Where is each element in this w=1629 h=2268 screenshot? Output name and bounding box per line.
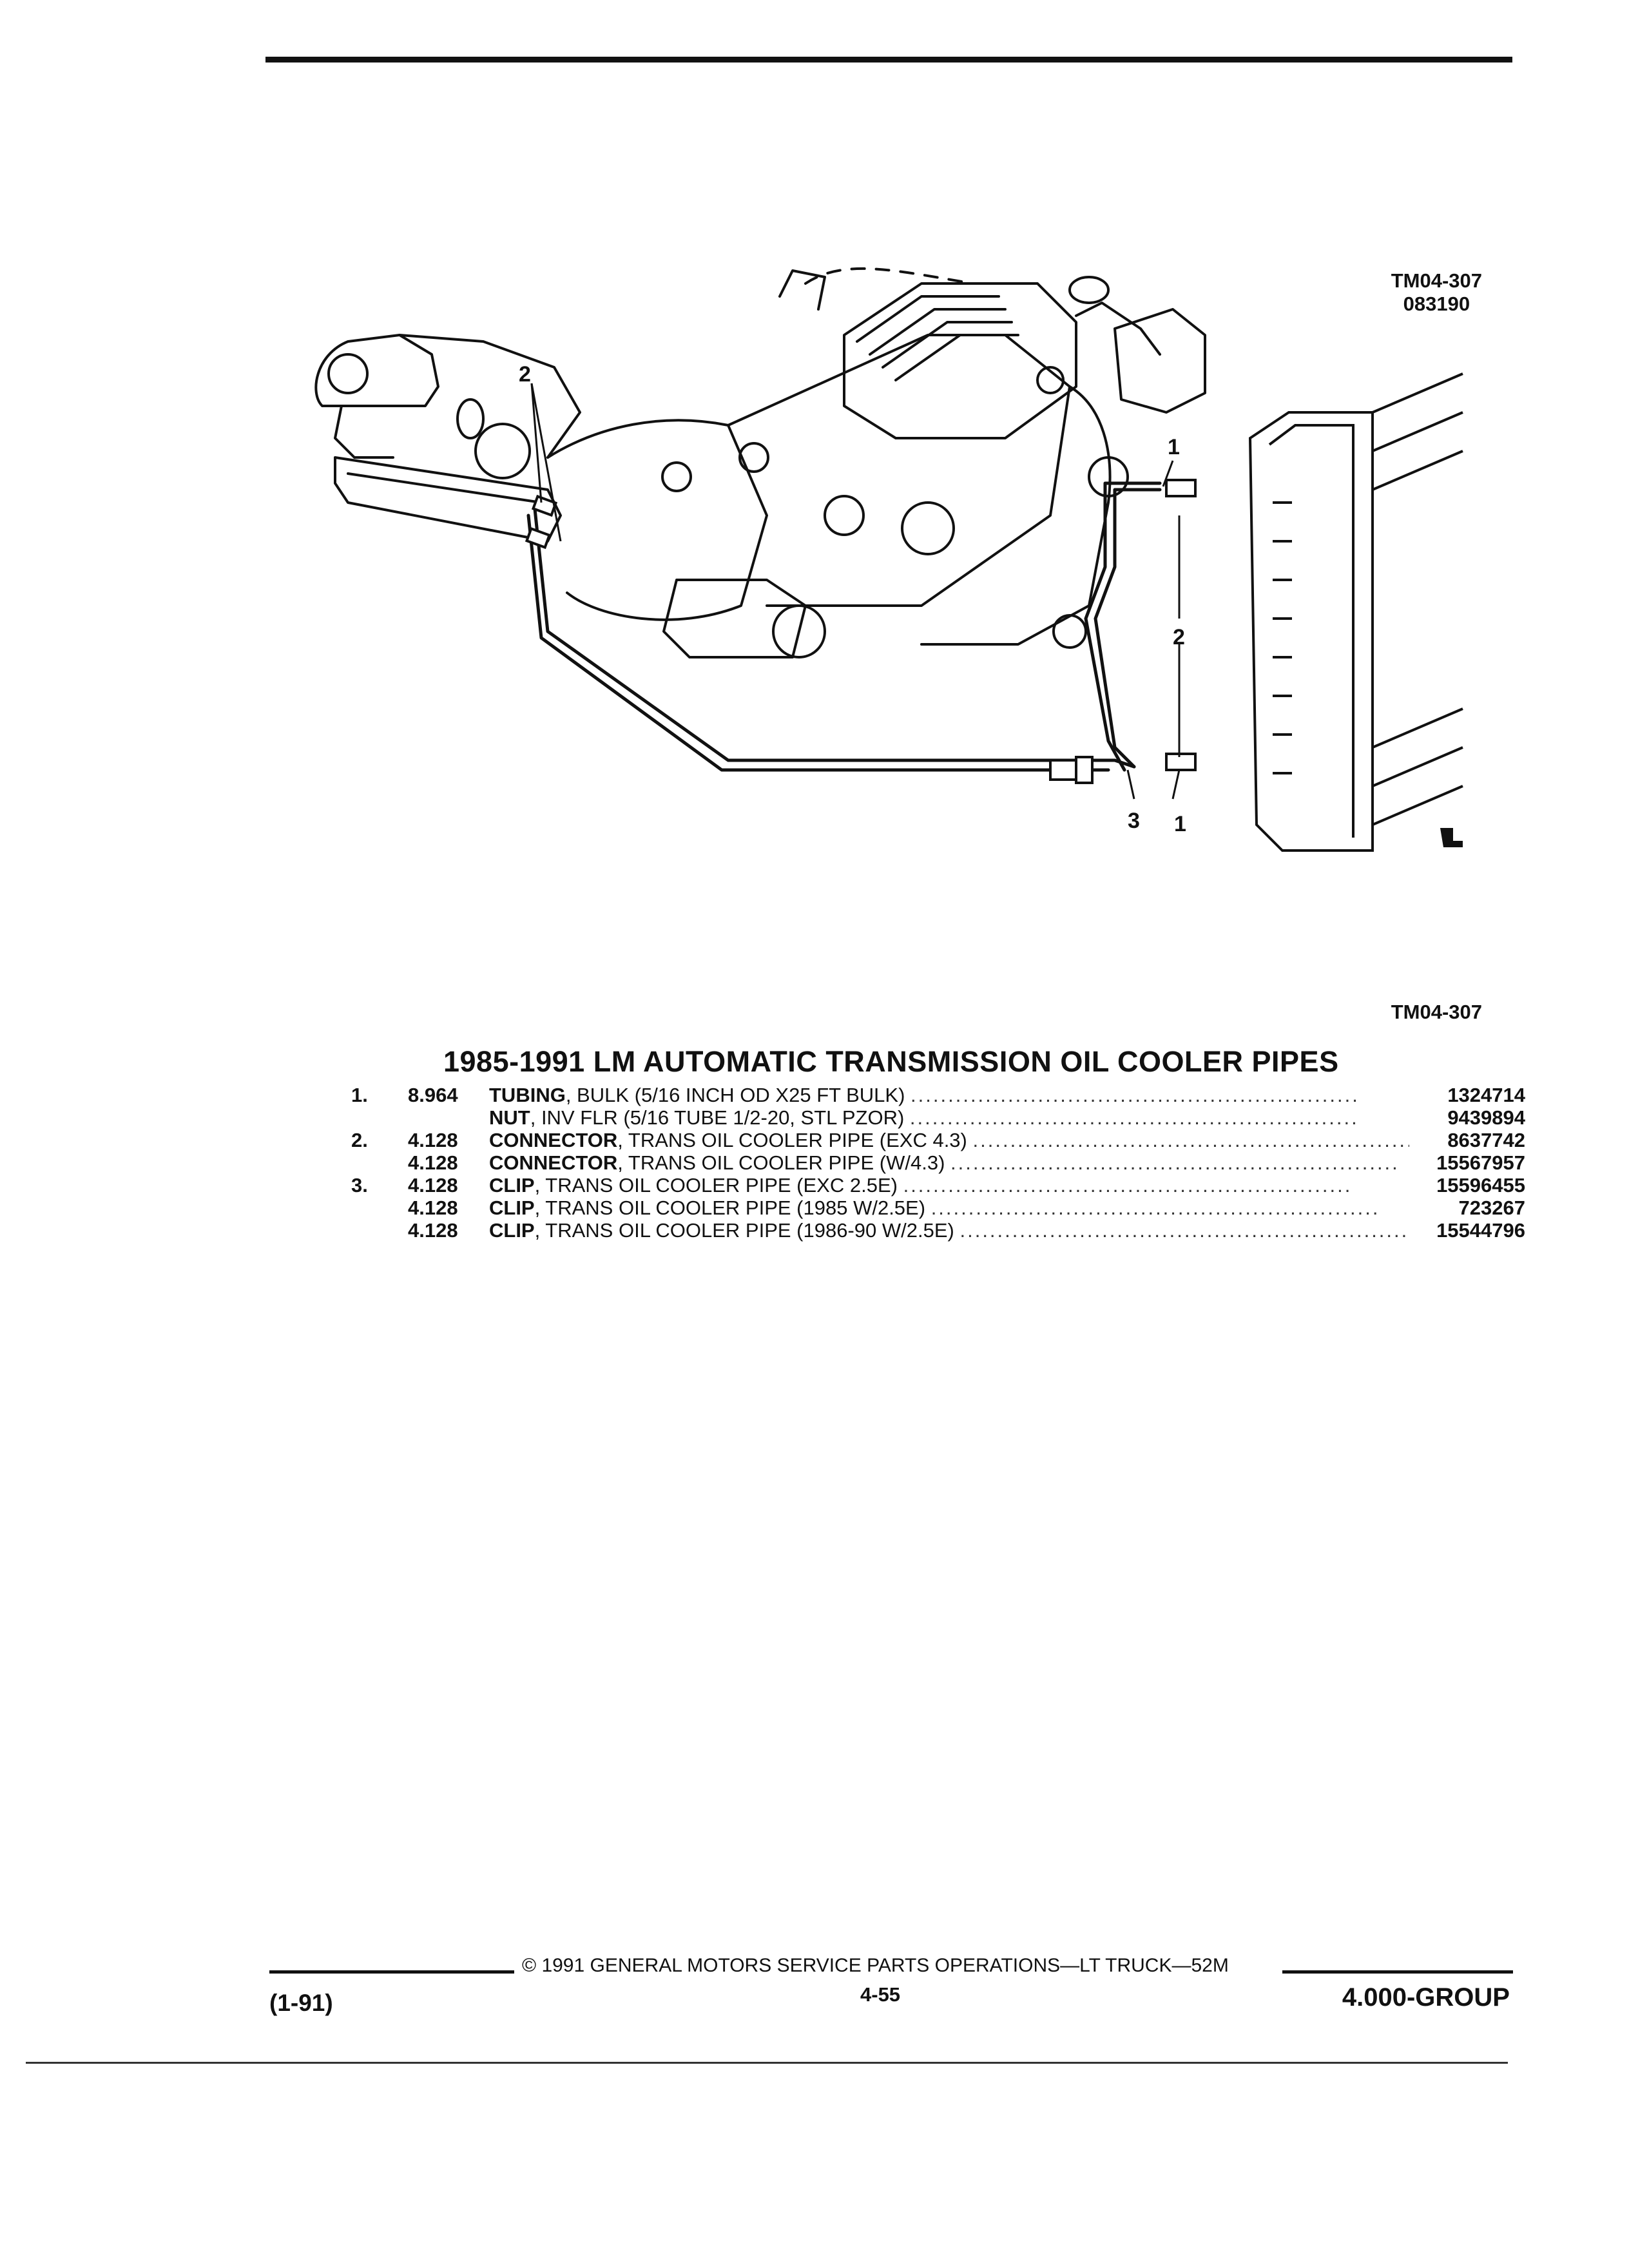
part-description: CLIP, TRANS OIL COOLER PIPE (1986-90 W/2…	[489, 1219, 1409, 1242]
part-detail: , TRANS OIL COOLER PIPE (W/4.3)	[617, 1151, 945, 1174]
header-rule	[265, 57, 1512, 62]
part-description: CONNECTOR, TRANS OIL COOLER PIPE (EXC 4.…	[489, 1129, 1409, 1151]
footer-revision-date: (1-91)	[269, 1990, 333, 2016]
parts-row: NUT, INV FLR (5/16 TUBE 1/2-20, STL PZOR…	[351, 1106, 1525, 1129]
part-number: 8637742	[1447, 1129, 1525, 1151]
parts-row: 2. 4.128 CONNECTOR, TRANS OIL COOLER PIP…	[351, 1129, 1525, 1151]
bottom-rule	[26, 2062, 1508, 2064]
part-number: 15567957	[1436, 1151, 1525, 1174]
item-number: 2.	[351, 1129, 368, 1151]
part-number: 1324714	[1447, 1084, 1525, 1106]
part-name: CONNECTOR	[489, 1129, 618, 1151]
part-name: CONNECTOR	[489, 1151, 618, 1174]
part-description: TUBING, BULK (5/16 INCH OD X25 FT BULK) …	[489, 1084, 1360, 1106]
parts-row: 3. 4.128 CLIP, TRANS OIL COOLER PIPE (EX…	[351, 1174, 1525, 1196]
part-number: 9439894	[1447, 1106, 1525, 1129]
parts-row: 4.128 CONNECTOR, TRANS OIL COOLER PIPE (…	[351, 1151, 1525, 1174]
footer-copyright: © 1991 GENERAL MOTORS SERVICE PARTS OPER…	[522, 1955, 1229, 1976]
illustration-code: 4.128	[408, 1219, 458, 1242]
part-detail: , TRANS OIL COOLER PIPE (1986-90 W/2.5E)	[534, 1219, 954, 1242]
callout-2-right: 2	[1173, 625, 1185, 649]
callout-1-bottom: 1	[1174, 812, 1186, 836]
illustration-code: 4.128	[408, 1129, 458, 1151]
part-detail: , TRANS OIL COOLER PIPE (EXC 2.5E)	[534, 1174, 898, 1196]
part-name: CLIP	[489, 1196, 535, 1219]
parts-row: 1. 8.964 TUBING, BULK (5/16 INCH OD X25 …	[351, 1084, 1525, 1106]
figure-bottom-label: TM04-307	[1391, 1001, 1482, 1023]
parts-list: 1. 8.964 TUBING, BULK (5/16 INCH OD X25 …	[351, 1084, 1525, 1242]
engine-transmission-illustration	[314, 267, 1463, 852]
part-number: 15596455	[1436, 1174, 1525, 1196]
illustration-code: 4.128	[408, 1151, 458, 1174]
figure-date-code: 083190	[1403, 293, 1470, 315]
part-name: NUT	[489, 1106, 530, 1129]
part-name: CLIP	[489, 1174, 535, 1196]
item-number: 3.	[351, 1174, 368, 1196]
part-number: 15544796	[1436, 1219, 1525, 1242]
part-detail: , BULK (5/16 INCH OD X25 FT BULK)	[565, 1084, 905, 1106]
figure-code-block: TM04-307 083190	[1391, 269, 1482, 316]
part-description: CONNECTOR, TRANS OIL COOLER PIPE (W/4.3)…	[489, 1151, 1400, 1174]
footer-rule-left	[269, 1970, 514, 1974]
part-description: CLIP, TRANS OIL COOLER PIPE (EXC 2.5E) .…	[489, 1174, 1353, 1196]
item-number: 1.	[351, 1084, 368, 1106]
part-number: 723267	[1458, 1196, 1525, 1219]
illustration-code: 4.128	[408, 1196, 458, 1219]
part-detail: , TRANS OIL COOLER PIPE (EXC 4.3)	[617, 1129, 967, 1151]
footer-page-number: 4-55	[860, 1983, 901, 2006]
section-title: 1985-1991 LM AUTOMATIC TRANSMISSION OIL …	[443, 1045, 1339, 1078]
footer-rule-right	[1282, 1970, 1513, 1974]
part-detail: , INV FLR (5/16 TUBE 1/2-20, STL PZOR)	[530, 1106, 905, 1129]
callout-2-left: 2	[519, 362, 531, 387]
parts-row: 4.128 CLIP, TRANS OIL COOLER PIPE (1985 …	[351, 1196, 1525, 1219]
illustration-code: 8.964	[408, 1084, 458, 1106]
part-description: CLIP, TRANS OIL COOLER PIPE (1985 W/2.5E…	[489, 1196, 1380, 1219]
callout-1-top: 1	[1168, 435, 1180, 459]
figure-code: TM04-307	[1391, 269, 1482, 292]
callout-3: 3	[1128, 809, 1140, 833]
illustration-code: 4.128	[408, 1174, 458, 1196]
parts-row: 4.128 CLIP, TRANS OIL COOLER PIPE (1986-…	[351, 1219, 1525, 1242]
footer-group: 4.000-GROUP	[1342, 1983, 1510, 2012]
part-name: TUBING	[489, 1084, 566, 1106]
part-name: CLIP	[489, 1219, 535, 1242]
part-description: NUT, INV FLR (5/16 TUBE 1/2-20, STL PZOR…	[489, 1106, 1359, 1129]
part-detail: , TRANS OIL COOLER PIPE (1985 W/2.5E)	[534, 1196, 926, 1219]
